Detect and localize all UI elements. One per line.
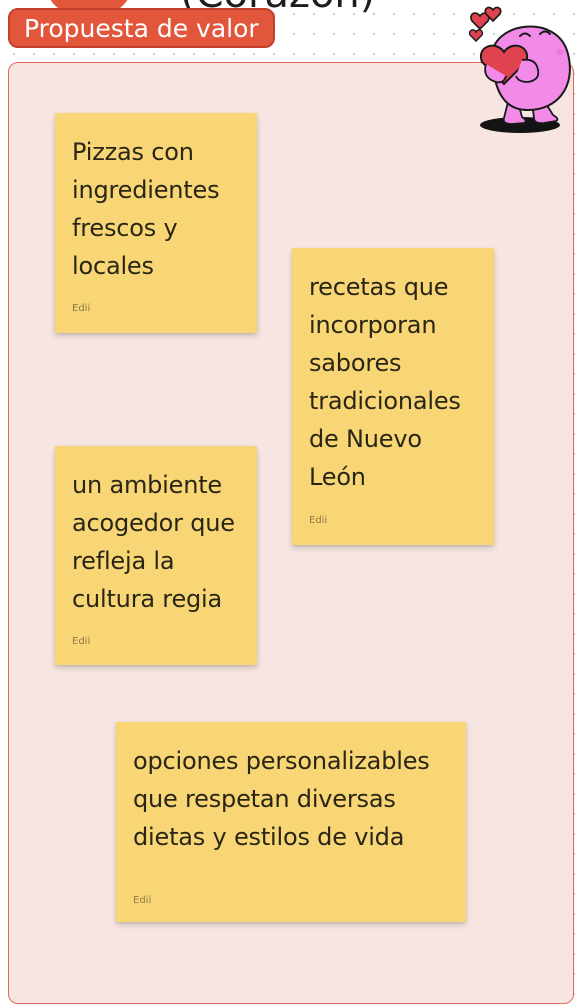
sticky-note[interactable]: opciones personalizables que respetan di… <box>116 722 466 922</box>
sticky-note[interactable]: recetas que incorporan sabores tradicion… <box>292 248 494 545</box>
sticky-note[interactable]: un ambiente acogedor que refleja la cult… <box>55 446 257 665</box>
sticky-note-text: un ambiente acogedor que refleja la cult… <box>72 471 235 613</box>
section-tag[interactable]: Propuesta de valor <box>8 8 275 48</box>
sticky-note-text: recetas que incorporan sabores tradicion… <box>309 273 461 491</box>
sticky-note-author: Edii <box>72 636 91 647</box>
sticky-note-author: Edii <box>133 895 152 906</box>
sticky-note[interactable]: Pizzas con ingredientes frescos y locale… <box>55 113 257 333</box>
sticky-note-text: Pizzas con ingredientes frescos y locale… <box>72 138 220 280</box>
heart-hug-character-icon[interactable] <box>462 2 580 138</box>
sticky-note-author: Edii <box>309 515 328 526</box>
sticky-note-text: opciones personalizables que respetan di… <box>133 747 430 851</box>
sticky-note-author: Edii <box>72 303 91 314</box>
